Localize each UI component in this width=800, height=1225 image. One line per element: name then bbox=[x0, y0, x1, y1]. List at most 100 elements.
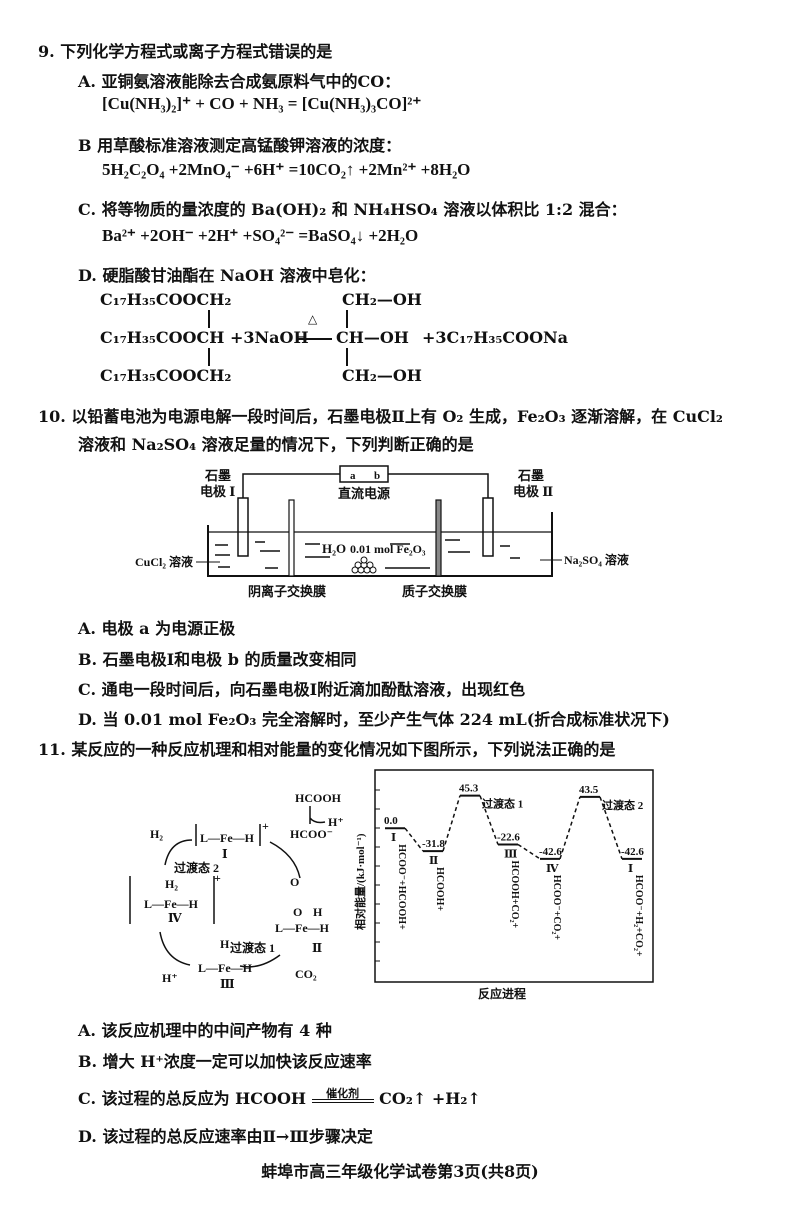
saponification-equation: C₁₇H₃₅COOCH₂ C₁₇H₃₅COOCH C₁₇H₃₅COOCH₂ +3… bbox=[100, 290, 780, 390]
terminal-b: b bbox=[374, 470, 380, 482]
q11-option-d: D. 该过程的总反应速率由Ⅱ→Ⅲ步骤决定 bbox=[78, 1127, 373, 1146]
q10-stem-line1: 10. 以铅蓄电池为电源电解一段时间后，石墨电极Ⅱ上有 O₂ 生成，Fe₂O₃ … bbox=[38, 407, 723, 426]
na2so4-solution-label: Na₂SO₄ 溶液 bbox=[564, 552, 629, 567]
q10-option-b: B. 石墨电极Ⅰ和电极 b 的质量改变相同 bbox=[78, 650, 357, 669]
ester-line-3: C₁₇H₃₅COOCH₂ bbox=[100, 366, 232, 385]
hcoo-label: HCOO⁻ bbox=[290, 827, 333, 841]
q11-option-b: B. 增大 H⁺浓度一定可以加快该反应速率 bbox=[78, 1052, 372, 1071]
path-segment-5 bbox=[559, 796, 581, 860]
catalyst-label: 催化剂 bbox=[326, 1087, 360, 1100]
q10-option-d: D. 当 0.01 mol Fe₂O₃ 完全溶解时，至少产生气体 224 mL(… bbox=[78, 710, 670, 729]
species-1-charge: + bbox=[262, 819, 269, 833]
power-supply bbox=[339, 465, 389, 483]
heat-condition: △ bbox=[308, 312, 318, 326]
page-footer: 蚌埠市高三年级化学试卷第3页(共8页) bbox=[261, 1162, 539, 1181]
level-roman-0: Ⅰ bbox=[391, 832, 396, 844]
svg-text:H: H bbox=[220, 937, 230, 951]
fe2o3-label: 0.01 mol Fe₂O₃ bbox=[350, 542, 426, 556]
ts2-label: 过渡态 2 bbox=[174, 860, 219, 875]
level-roman-4: Ⅳ bbox=[546, 863, 559, 875]
soap-product: +3C₁₇H₃₅COONa bbox=[422, 328, 569, 347]
q9-stem: 9. 下列化学方程式或离子方程式错误的是 bbox=[38, 42, 333, 61]
ester-line-2: C₁₇H₃₅COOCH bbox=[100, 328, 225, 347]
terminal-a: a bbox=[350, 470, 356, 482]
q9-option-a: A. 亚铜氨溶液能除去合成氨原料气中的CO： bbox=[78, 72, 401, 91]
q10-stem-line2: 溶液和 Na₂SO₄ 溶液足量的情况下，下列判断正确的是 bbox=[78, 435, 474, 454]
ts-label-2: 过渡态 1 bbox=[482, 797, 523, 811]
energy-value-0: 0.0 bbox=[384, 815, 398, 827]
glycerol-line-1: CH₂—OH bbox=[342, 290, 422, 309]
electrode2-label: 石墨 bbox=[517, 468, 544, 483]
q9-option-a-equation: [Cu(NH₃)₂]⁺ + CO + NH₃ = [Cu(NH₃)₃CO]²⁺ bbox=[102, 94, 422, 113]
q9-option-c-equation: Ba²⁺ +2OH⁻ +2H⁺ +SO₄²⁻ =BaSO₄↓ +2H₂O bbox=[102, 226, 419, 245]
y-axis-label: 相对能量/(kJ·mol⁻¹) bbox=[353, 833, 367, 930]
svg-text:L—Fe—H: L—Fe—H bbox=[144, 897, 199, 911]
path-segment-6 bbox=[599, 796, 623, 860]
electrode-2 bbox=[482, 497, 494, 557]
species-2-label: Ⅱ bbox=[312, 941, 322, 955]
naoh-reagent: +3NaOH bbox=[230, 328, 309, 347]
path-segment-2 bbox=[442, 795, 461, 852]
anion-membrane-label: 阴离子交换膜 bbox=[248, 584, 326, 599]
q9-option-c: C. 将等物质的量浓度的 Ba(OH)₂ 和 NH₄HSO₄ 溶液以体积比 1:… bbox=[78, 200, 627, 219]
level-roman-1: Ⅱ bbox=[429, 855, 438, 867]
species-4-label: Ⅳ bbox=[168, 911, 182, 925]
level-species-0: HCOO⁻+HCOOH+ bbox=[396, 844, 407, 930]
glycerol-line-2: CH—OH bbox=[336, 328, 409, 347]
q10-option-c: C. 通电一段时间后，向石墨电极Ⅰ附近滴加酚酞溶液，出现红色 bbox=[78, 680, 526, 699]
level-roman-3: Ⅲ bbox=[504, 848, 517, 860]
ts-label-5: 过渡态 2 bbox=[602, 798, 644, 812]
species-4-charge: + bbox=[214, 871, 221, 885]
fe2o3-particles bbox=[351, 556, 377, 574]
ts1-label: 过渡态 1 bbox=[230, 940, 275, 955]
q11-option-c: C. 该过程的总反应为 HCOOH 催化剂 CO₂↑ +H₂↑ bbox=[78, 1085, 481, 1109]
equals-arrow bbox=[311, 1099, 374, 1103]
species-1-label: Ⅰ bbox=[222, 847, 228, 861]
energy-value-1: -31.8 bbox=[422, 838, 445, 850]
glycerol-line-3: CH₂—OH bbox=[342, 366, 422, 385]
q11-option-c-products: CO₂↑ +H₂↑ bbox=[379, 1089, 481, 1108]
svg-text:O: O bbox=[293, 905, 302, 919]
electrode1-label: 石墨 bbox=[204, 468, 231, 483]
electrode1-label2: 电极 Ⅰ bbox=[200, 484, 235, 499]
svg-text:L—Fe—H: L—Fe—H bbox=[275, 921, 330, 935]
energy-value-3: -22.6 bbox=[497, 831, 520, 843]
q10-option-a: A. 电极 a 为电源正极 bbox=[78, 619, 236, 638]
energy-value-4: -42.6 bbox=[539, 846, 562, 858]
proton-membrane-label: 质子交换膜 bbox=[402, 584, 467, 599]
electrode2-label2: 电极 Ⅱ bbox=[513, 484, 553, 499]
level-roman-6: Ⅰ bbox=[628, 863, 633, 875]
reaction-arrow bbox=[296, 338, 332, 340]
electrode-1 bbox=[237, 497, 249, 557]
anion-exchange-membrane bbox=[288, 499, 295, 577]
proton-exchange-membrane bbox=[435, 499, 442, 577]
svg-text:L—Fe—H: L—Fe—H bbox=[198, 961, 253, 975]
q11-stem: 11. 某反应的一种反应机理和相对能量的变化情况如下图所示，下列说法正确的是 bbox=[38, 740, 616, 759]
path-segment-3 bbox=[479, 795, 499, 845]
q9-option-b-equation: 5H₂C₂O₄ +2MnO₄⁻ +6H⁺ =10CO₂↑ +2Mn²⁺ +8H₂… bbox=[102, 160, 471, 179]
ester-line-1: C₁₇H₃₅COOCH₂ bbox=[100, 290, 232, 309]
path-segment-1 bbox=[404, 827, 424, 852]
q9-option-b: B 用草酸标准溶液测定高锰酸钾溶液的浓度： bbox=[78, 136, 402, 155]
electrolysis-diagram: 石墨 电极 Ⅰ 石墨 电极 Ⅱ a b 直流电源 H₂O 0.01 mol Fe… bbox=[135, 465, 629, 599]
mechanism-cycle: HCOOH H⁺ HCOO⁻ H₂ L—Fe—H Ⅰ + 过渡态 2 H₂ L—… bbox=[129, 791, 344, 991]
tank bbox=[207, 512, 553, 577]
svg-text:O: O bbox=[290, 875, 299, 889]
species-1: L—Fe—H bbox=[200, 831, 255, 845]
svg-text:H₂: H₂ bbox=[165, 877, 178, 891]
level-species-6: HCOO⁻+H₂+CO₂+ bbox=[633, 875, 644, 957]
h-plus-in-label: H⁺ bbox=[162, 971, 178, 985]
energy-value-5: 43.5 bbox=[579, 784, 599, 796]
species-3-label: Ⅲ bbox=[220, 977, 235, 991]
x-axis-label: 反应进程 bbox=[478, 986, 526, 1000]
energy-chart: 相对能量/(kJ·mol⁻¹) 反应进程 0.0ⅠHCOO⁻+HCOOH+-31… bbox=[353, 769, 654, 1000]
level-species-3: HCOOH+CO₂+ bbox=[509, 860, 520, 928]
h2-label: H₂ bbox=[150, 827, 163, 841]
path-segment-4 bbox=[517, 843, 541, 860]
hcooh-label: HCOOH bbox=[295, 791, 342, 805]
co2-label: CO₂ bbox=[295, 967, 317, 981]
water-label: H₂O bbox=[322, 541, 346, 556]
h-plus-out-label: H⁺ bbox=[328, 815, 344, 829]
svg-text:H: H bbox=[313, 905, 323, 919]
cucl2-solution-label: CuCl₂ 溶液 bbox=[135, 554, 193, 569]
